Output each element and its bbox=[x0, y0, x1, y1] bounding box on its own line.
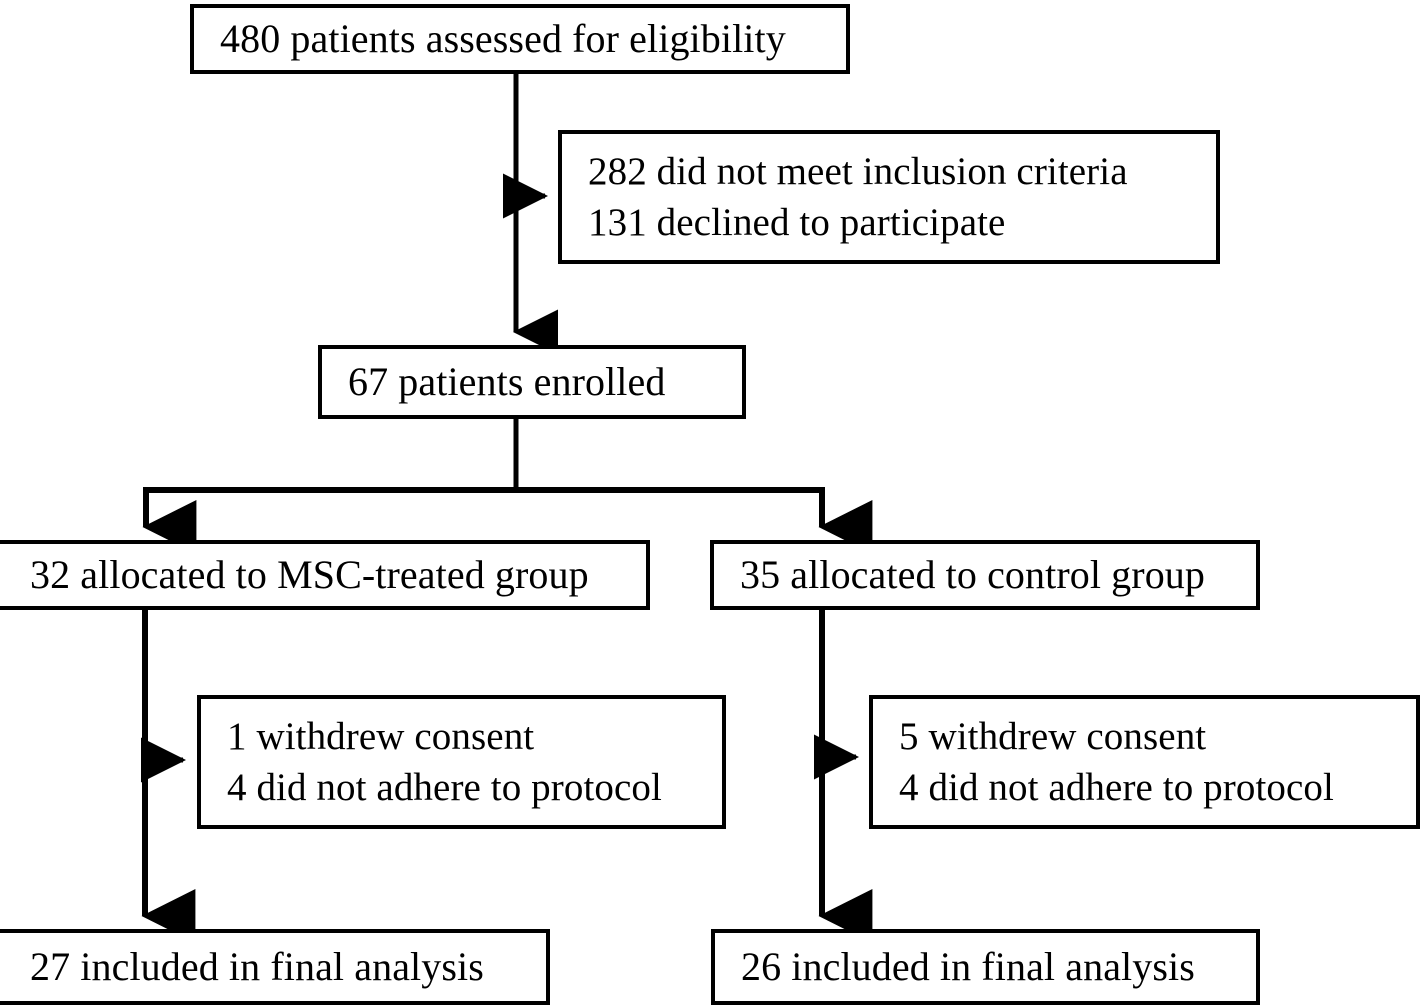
node-exclusions-screening: 282 did not meet inclusion criteria 131 … bbox=[558, 130, 1220, 264]
node-allocated-control-group: 35 allocated to control group bbox=[710, 540, 1260, 610]
node-text-line: 67 patients enrolled bbox=[348, 358, 666, 404]
node-final-analysis-control-group: 26 included in final analysis bbox=[711, 929, 1260, 1005]
node-text-line: 1 withdrew consent bbox=[227, 714, 535, 758]
node-assessed-for-eligibility: 480 patients assessed for eligibility bbox=[190, 4, 850, 74]
node-exclusions-control-group: 5 withdrew consent 4 did not adhere to p… bbox=[869, 695, 1420, 829]
node-text-line: 32 allocated to MSC-treated group bbox=[30, 551, 589, 597]
node-text-line: 5 withdrew consent bbox=[899, 714, 1207, 758]
node-text-line: 131 declined to participate bbox=[588, 201, 1006, 244]
node-text-line: 4 did not adhere to protocol bbox=[227, 766, 662, 809]
node-text-line: 26 included in final analysis bbox=[741, 943, 1195, 989]
node-exclusions-msc-group: 1 withdrew consent 4 did not adhere to p… bbox=[197, 695, 726, 829]
node-patients-enrolled: 67 patients enrolled bbox=[318, 345, 746, 419]
node-allocated-msc-treated-group: 32 allocated to MSC-treated group bbox=[0, 540, 650, 610]
node-text-line: 282 did not meet inclusion criteria bbox=[588, 149, 1128, 193]
node-text-line: 27 included in final analysis bbox=[30, 943, 484, 989]
node-text-line: 480 patients assessed for eligibility bbox=[220, 15, 786, 61]
node-text-line: 4 did not adhere to protocol bbox=[899, 766, 1334, 809]
node-final-analysis-msc-group: 27 included in final analysis bbox=[0, 929, 550, 1005]
node-text-line: 35 allocated to control group bbox=[740, 551, 1205, 597]
edge-enrolled-split bbox=[142, 419, 873, 554]
